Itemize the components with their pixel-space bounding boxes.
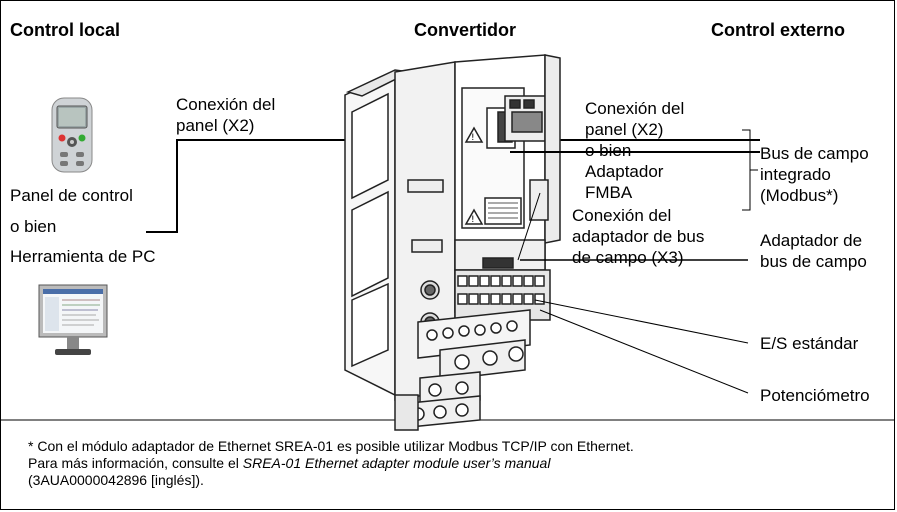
label-fieldbus-adapter: Adaptador de bus de campo xyxy=(760,231,867,271)
svg-text:!: ! xyxy=(471,133,475,143)
label-embedded-fieldbus: Bus de campo integrado (Modbus*) xyxy=(760,144,869,205)
heading-drive: Convertidor xyxy=(414,20,517,40)
heading-local-control: Control local xyxy=(10,20,121,40)
label-standard-io: E/S estándar xyxy=(760,334,859,353)
label-fieldbus-adapter-connection: Conexión del adaptador de bus de campo (… xyxy=(572,206,705,267)
heading-external-control: Control externo xyxy=(711,20,846,40)
label-pc-tool: Herramienta de PC xyxy=(10,247,156,266)
right-leader-lines xyxy=(517,129,758,394)
label-potentiometer: Potenciómetro xyxy=(760,386,870,405)
svg-text:!: ! xyxy=(471,215,475,225)
pc-monitor-icon xyxy=(38,284,108,355)
drive-illustration: ! ! xyxy=(344,54,561,431)
label-or-left: o bien xyxy=(10,217,57,236)
label-control-panel: Panel de control xyxy=(10,186,133,205)
label-panel-connection-right: Conexión del panel (X2) o bien Adaptador… xyxy=(585,99,685,202)
label-panel-connection-left: Conexión del panel (X2) xyxy=(176,95,276,135)
footnote: * Con el módulo adaptador de Ethernet SR… xyxy=(28,438,634,488)
control-panel-icon xyxy=(51,97,93,173)
